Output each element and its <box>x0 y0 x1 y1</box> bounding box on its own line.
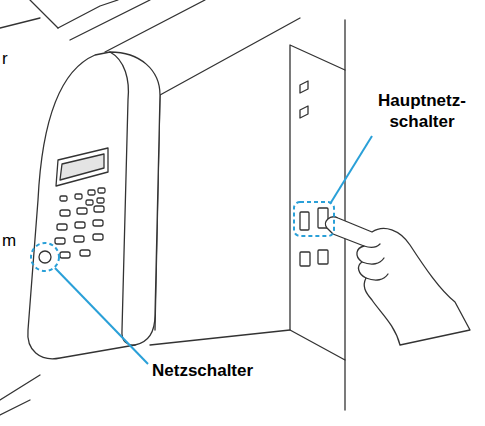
side-connectors <box>300 81 328 266</box>
cover-edge <box>105 0 205 52</box>
front-panel <box>28 52 160 359</box>
base-edge <box>0 375 40 400</box>
lcd-display <box>56 148 108 186</box>
pointing-hand <box>325 217 470 345</box>
lcd-screen <box>60 154 104 180</box>
leader-line <box>330 136 372 204</box>
cover-edge <box>58 0 118 28</box>
cropped-label: m <box>2 230 22 251</box>
body-bottom-edge <box>150 330 290 345</box>
leader-line <box>55 268 148 364</box>
body-top-edge <box>160 18 300 95</box>
power-switch <box>39 251 51 263</box>
body-edge <box>344 20 345 70</box>
part-label: Netzschalter <box>152 360 302 381</box>
cover-edge <box>30 0 58 28</box>
cropped-label: r <box>2 48 22 69</box>
highlight-circle <box>31 243 59 271</box>
panel-bevel <box>110 52 135 345</box>
cover-edge <box>0 18 40 28</box>
part-label: Hauptnetz- schalter <box>366 90 478 132</box>
panel-buttons <box>55 188 105 258</box>
hand-fingers <box>362 244 388 280</box>
base-edge <box>0 400 30 415</box>
cover-edge <box>70 0 150 40</box>
side-panel <box>290 45 345 360</box>
highlight-box <box>294 202 334 236</box>
body-edge <box>344 360 345 410</box>
